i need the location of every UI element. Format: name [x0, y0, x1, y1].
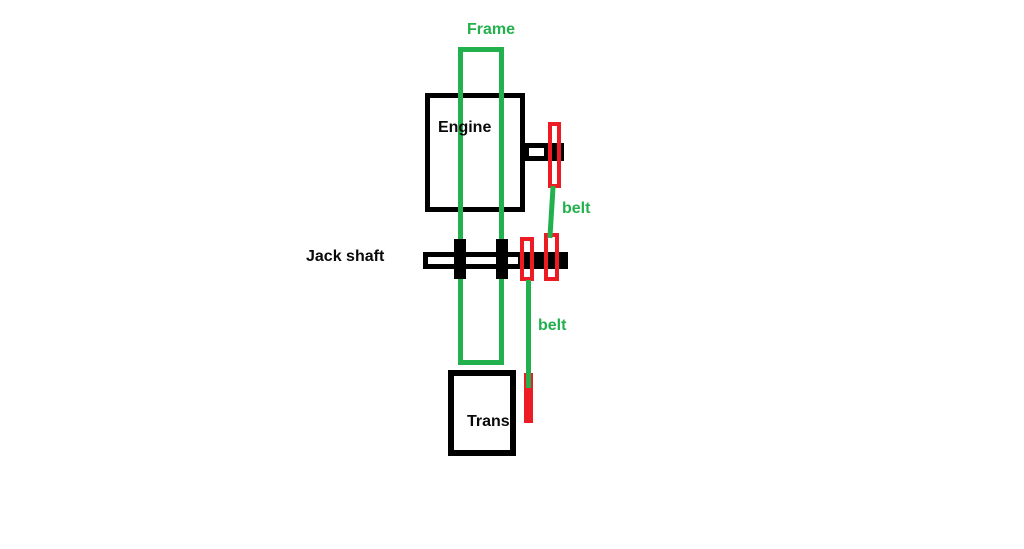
- jack-shaft-pulley-right: [544, 233, 559, 281]
- lower-belt-line: [526, 280, 531, 388]
- upper-belt-line: [547, 185, 556, 239]
- trans-box: [448, 370, 516, 456]
- trans-label: Trans: [467, 413, 510, 430]
- engine-label: Engine: [438, 119, 492, 136]
- belt-lower-label: belt: [538, 317, 567, 334]
- jack-shaft-label: Jack shaft: [306, 248, 385, 265]
- trans-pulley: [524, 373, 533, 423]
- jack-shaft-bearing-right: [496, 239, 508, 279]
- jack-shaft-bearing-left: [454, 239, 466, 279]
- engine-pulley: [548, 122, 561, 188]
- jack-shaft-pulley-left: [520, 237, 534, 281]
- belt-upper-label: belt: [562, 200, 591, 217]
- frame-outline: [458, 47, 504, 365]
- engine-box: [425, 93, 525, 212]
- frame-label: Frame: [467, 21, 516, 38]
